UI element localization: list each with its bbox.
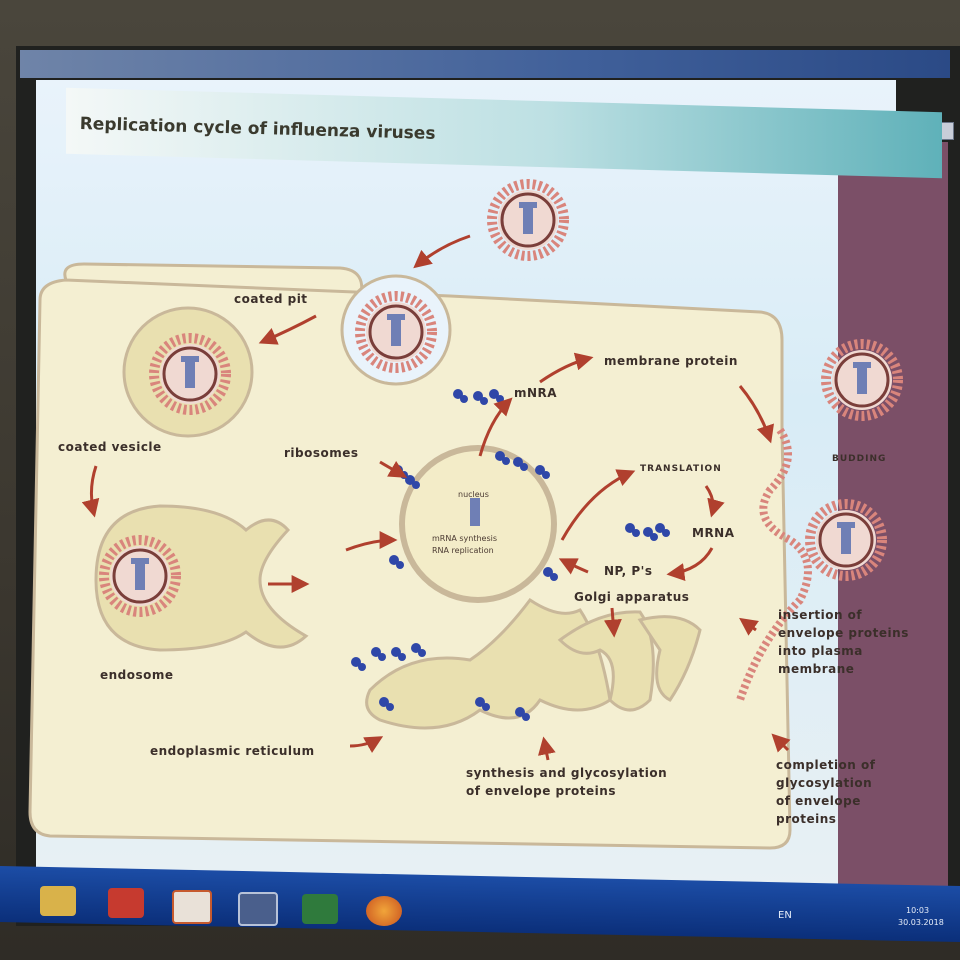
label-synthesis: synthesis and glycosylation of envelope … [466,766,668,798]
label-golgi: Golgi apparatus [574,590,690,604]
clock-date[interactable]: 30.03.2018 [898,918,944,927]
label-mrna-right: MRNA [692,526,735,540]
label-ribosomes: ribosomes [284,446,359,460]
tray-language[interactable]: EN [778,910,792,921]
window-titlebar [20,50,950,78]
label-er: endoplasmic reticulum [150,744,315,758]
label-membrane-protein: membrane protein [604,354,738,368]
window-icon[interactable] [238,892,278,926]
excel-icon[interactable] [302,894,338,924]
arrows [81,234,791,761]
label-insertion: insertion of envelope proteins into plas… [778,608,909,676]
label-np-ps: NP, P's [604,564,653,578]
firefox-icon[interactable] [366,896,402,926]
label-translation: TRANSLATION [640,464,722,474]
label-endosome: endosome [100,668,174,682]
label-budding: BUDDING [832,454,887,464]
clock-time[interactable]: 10:03 [906,906,930,915]
label-nucleus: nucleus [458,490,489,499]
label-coated-pit: coated pit [234,292,308,306]
label-completion: completion of glycosylation of envelope … [776,758,876,826]
powerpoint-icon[interactable] [172,890,212,924]
label-mrna-synthesis: mRNA synthesis [432,534,498,543]
file-explorer-icon[interactable] [40,886,76,916]
label-mrna-top: mNRA [514,386,558,400]
acrobat-icon[interactable] [108,888,144,918]
label-rna-replication: RNA replication [432,546,494,555]
label-coated-vesicle: coated vesicle [58,440,162,454]
golgi-apparatus [557,610,655,712]
